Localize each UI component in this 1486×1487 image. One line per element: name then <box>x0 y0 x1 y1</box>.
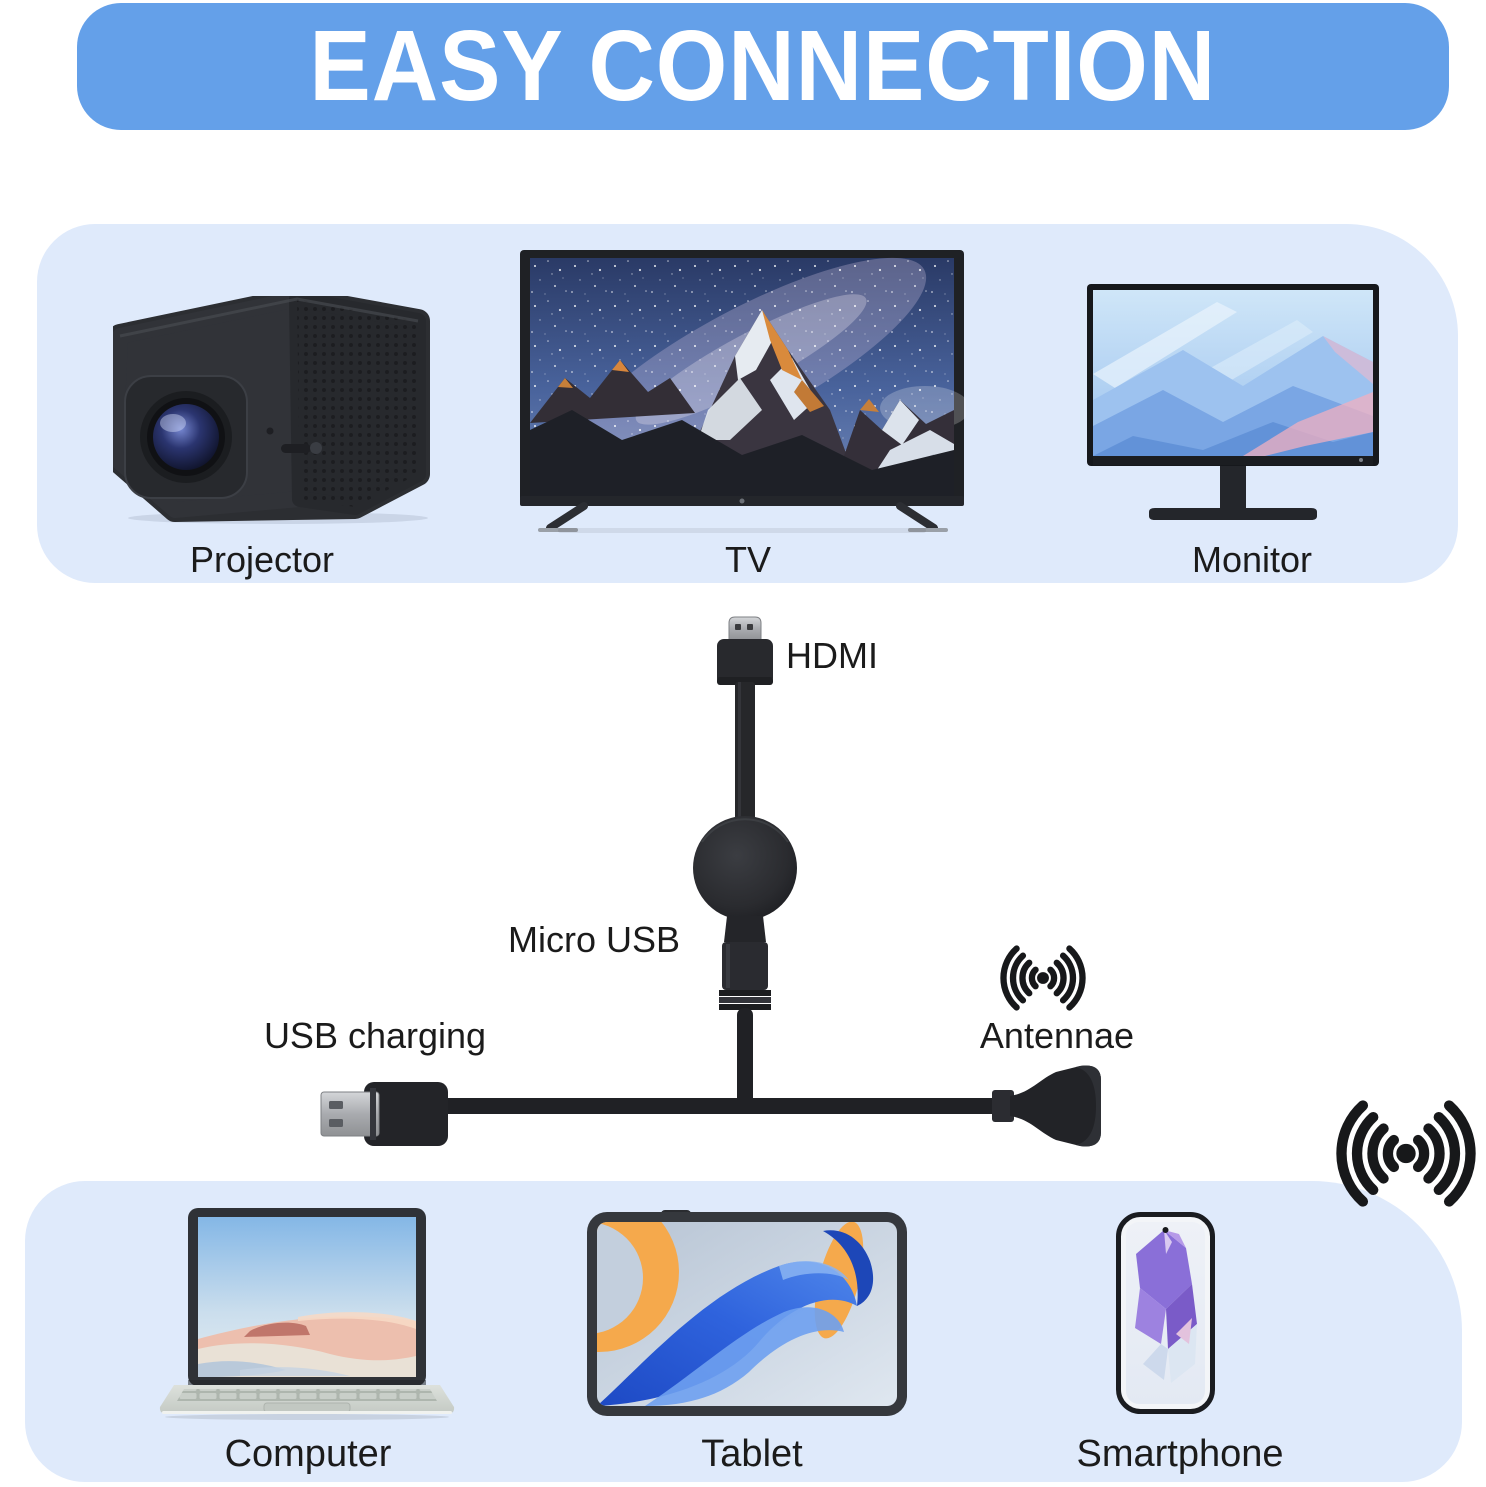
monitor-image <box>1087 284 1379 520</box>
smartphone-image <box>1116 1212 1215 1414</box>
micro-usb-label: Micro USB <box>508 919 681 960</box>
antennae-label: Antennae <box>979 1015 1135 1056</box>
micro-usb-plug <box>719 916 771 1010</box>
wireless-dongle-image <box>320 616 1101 1147</box>
monitor-label: Monitor <box>1191 539 1313 580</box>
usb-female-port <box>992 1065 1101 1147</box>
tv-image <box>520 250 966 533</box>
charging-cable-vertical <box>737 1008 753 1108</box>
projector-label: Projector <box>189 539 335 580</box>
hdmi-label: HDMI <box>786 635 878 676</box>
tablet-image <box>587 1210 907 1416</box>
tablet-label: Tablet <box>701 1433 803 1475</box>
hdmi-connector <box>717 616 773 685</box>
wireless-signal-icon-small <box>1000 945 1086 1011</box>
computer-label: Computer <box>224 1433 392 1475</box>
tv-label: TV <box>724 539 772 580</box>
dongle-puck <box>693 816 797 920</box>
projector-image <box>113 296 430 524</box>
wireless-signal-icon-large <box>1336 1100 1476 1207</box>
smartphone-label: Smartphone <box>1076 1433 1284 1475</box>
laptop-image <box>159 1208 455 1420</box>
usb-charging-label: USB charging <box>263 1015 487 1056</box>
header-banner: EASY CONNECTION <box>77 3 1449 130</box>
page-title: EASY CONNECTION <box>309 10 1217 122</box>
usb-a-plug <box>320 1082 448 1146</box>
charging-cable-horizontal <box>440 1098 1000 1114</box>
